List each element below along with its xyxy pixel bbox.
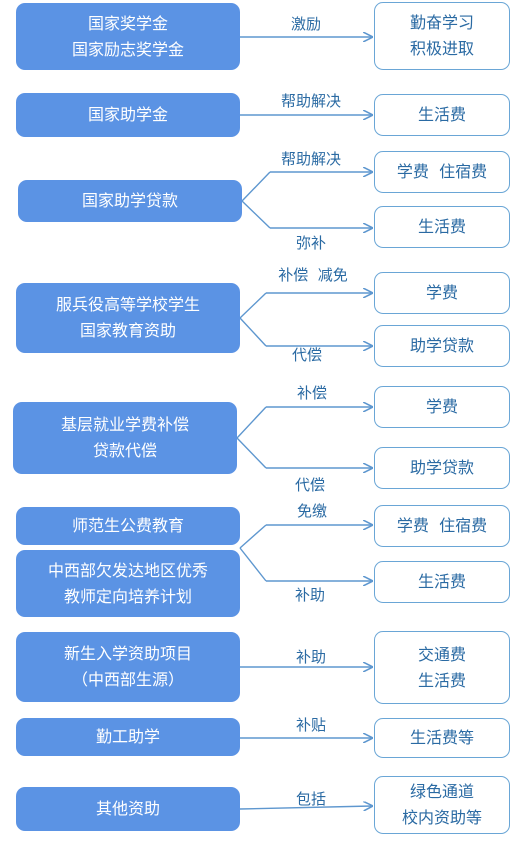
outcome-box: 学费 — [374, 272, 510, 314]
outcome-box-line: 学费 住宿费 — [396, 162, 488, 181]
fork-branch — [241, 200, 271, 229]
program-box: 中西部欠发达地区优秀教师定向培养计划 — [16, 550, 240, 617]
program-box: 国家助学贷款 — [18, 180, 242, 222]
outcome-box-line: 生活费 — [417, 670, 466, 690]
outcome-box: 助学贷款 — [374, 447, 510, 489]
fork-branch — [239, 292, 267, 319]
program-box: 服兵役高等学校学生国家教育资助 — [16, 283, 240, 353]
program-box-line: 师范生公费教育 — [71, 516, 184, 535]
edge-label: 包括 — [295, 790, 327, 808]
edge-label: 激励 — [290, 15, 322, 33]
outcome-box: 学费 — [374, 386, 510, 428]
outcome-box-line: 生活费 — [417, 105, 466, 124]
outcome-box: 学费 住宿费 — [374, 505, 510, 547]
edge-label: 代偿 — [294, 476, 326, 494]
edge-label: 代偿 — [291, 346, 323, 364]
outcome-box: 生活费 — [374, 561, 510, 603]
program-box: 基层就业学费补偿贷款代偿 — [13, 402, 237, 474]
program-box-line: 国家教育资助 — [79, 321, 176, 340]
fork-branch — [239, 317, 267, 347]
program-box: 国家助学金 — [16, 93, 240, 137]
outcome-box-line: 交通费 — [417, 644, 466, 664]
edge-label: 补贴 — [295, 716, 327, 734]
program-box-line: 贷款代偿 — [92, 441, 157, 460]
program-box-line: 其他资助 — [95, 799, 160, 818]
edge-label: 补偿 — [296, 384, 328, 402]
program-box: 勤工助学 — [16, 718, 240, 756]
arrow-connector — [239, 806, 372, 809]
outcome-box-line: 生活费等 — [409, 728, 474, 747]
program-box: 新生入学资助项目 （中西部生源） — [16, 632, 240, 702]
edge-label: 帮助解决 — [280, 92, 342, 110]
program-box-line: 勤工助学 — [95, 727, 160, 746]
edge-label: 补助 — [294, 586, 326, 604]
fork-branch — [236, 406, 267, 439]
outcome-box-line: 学费 — [425, 283, 458, 302]
outcome-box-line: 勤奋学习 — [409, 13, 474, 32]
outcome-box-line: 生活费 — [417, 572, 466, 591]
outcome-box: 助学贷款 — [374, 325, 510, 367]
program-box-line: 国家助学金 — [87, 105, 168, 124]
edge-label: 弥补 — [295, 234, 327, 252]
edge-label: 免缴 — [296, 502, 328, 520]
program-box-line: 基层就业学费补偿 — [60, 415, 189, 434]
outcome-box-line: 助学贷款 — [409, 336, 474, 355]
program-box: 国家奖学金国家励志奖学金 — [16, 3, 240, 70]
edge-label: 帮助解决 — [280, 150, 342, 168]
outcome-box-line: 积极进取 — [409, 39, 474, 58]
fork-branch — [241, 171, 271, 202]
outcome-box: 交通费生活费 — [374, 631, 510, 704]
outcome-box-line: 助学贷款 — [409, 458, 474, 477]
outcome-box: 生活费 — [374, 206, 510, 248]
program-box-line: 国家奖学金 — [87, 13, 168, 33]
fork-branch — [239, 524, 267, 549]
fork-branch — [236, 437, 267, 469]
outcome-box: 学费 住宿费 — [374, 151, 510, 193]
program-box-line: 中西部欠发达地区优秀 — [47, 560, 208, 580]
program-box-line: 教师定向培养计划 — [63, 586, 192, 606]
edge-label: 补助 — [295, 648, 327, 666]
program-box-line: 国家励志奖学金 — [71, 39, 184, 59]
outcome-box-line: 学费 住宿费 — [396, 516, 488, 535]
outcome-box-line: 生活费 — [417, 217, 466, 236]
outcome-box: 勤奋学习积极进取 — [374, 2, 510, 70]
outcome-box-line: 校内资助等 — [401, 808, 482, 827]
outcome-box-line: 学费 — [425, 397, 458, 416]
outcome-box-line: 绿色通道 — [409, 782, 474, 801]
program-box-line: 服兵役高等学校学生 — [55, 295, 200, 314]
program-box: 其他资助 — [16, 787, 240, 831]
fork-branch — [239, 547, 267, 582]
program-box-line: 新生入学资助项目 — [63, 644, 192, 663]
program-box-line: （中西部生源） — [71, 670, 184, 689]
program-box-line: 国家助学贷款 — [81, 191, 178, 210]
outcome-box: 生活费 — [374, 94, 510, 136]
edge-label: 补偿 减免 — [278, 266, 348, 284]
outcome-box: 绿色通道校内资助等 — [374, 776, 510, 834]
outcome-box: 生活费等 — [374, 718, 510, 758]
program-box: 师范生公费教育 — [16, 507, 240, 545]
